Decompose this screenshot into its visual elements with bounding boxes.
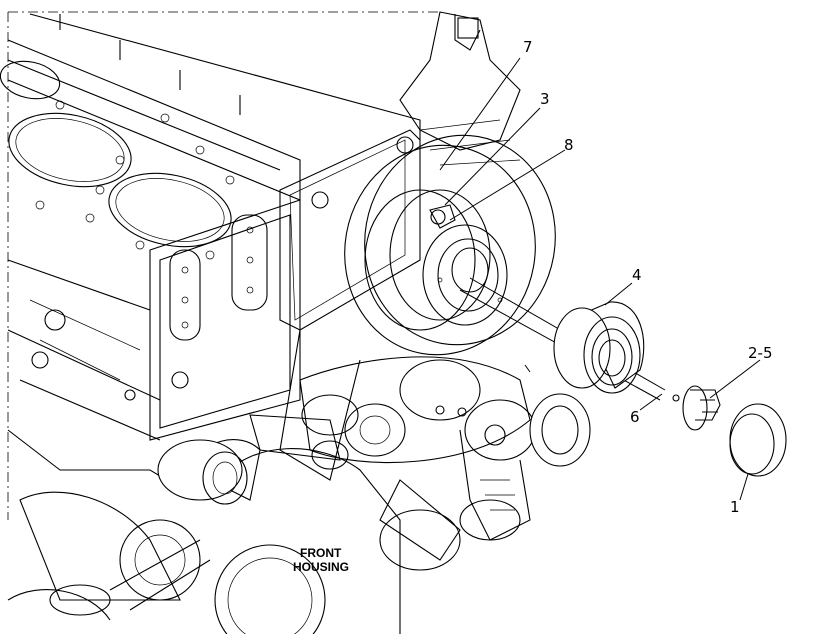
mounting-bracket bbox=[249, 11, 521, 481]
callout-3: 3 bbox=[540, 90, 550, 108]
callout-8: 8 bbox=[564, 136, 574, 154]
pulley-assembly bbox=[344, 119, 556, 356]
bolt-washer-part-2-5 bbox=[672, 385, 721, 431]
bearing-pulley-part-4 bbox=[459, 277, 666, 401]
callout-1: 1 bbox=[730, 498, 740, 516]
callout-6: 6 bbox=[630, 408, 640, 426]
callout-7: 7 bbox=[523, 38, 533, 56]
front-housing-label-line2: HOUSING bbox=[293, 560, 349, 574]
belt-tensioner bbox=[299, 356, 591, 571]
callout-leaders bbox=[439, 57, 761, 501]
callout-4: 4 bbox=[632, 266, 642, 284]
front-housing-label-line1: FRONT bbox=[300, 546, 342, 560]
engine-block bbox=[0, 11, 440, 634]
callout-2-5: 2-5 bbox=[748, 344, 773, 362]
dust-cap-part-1 bbox=[729, 403, 787, 477]
